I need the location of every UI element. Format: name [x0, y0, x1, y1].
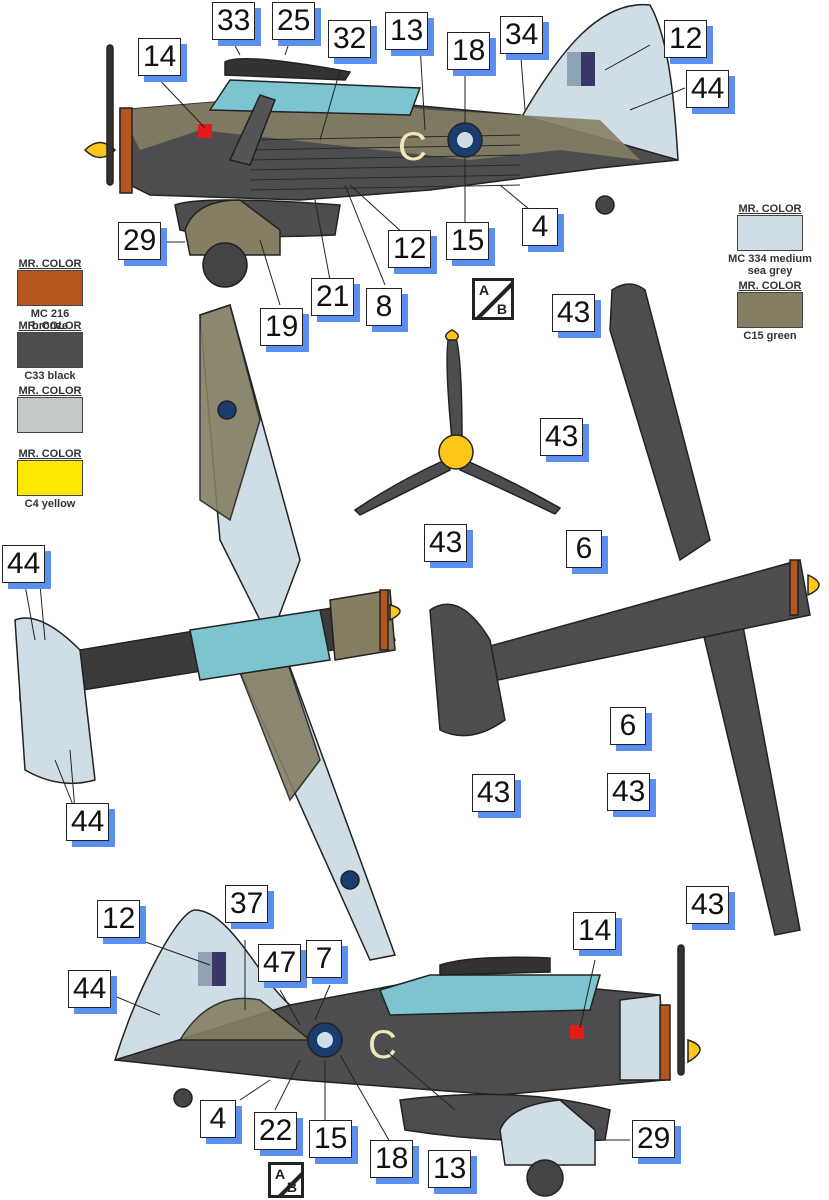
callout-14-bottom: 14 — [573, 912, 617, 950]
swatch-header: MR. COLOR — [738, 280, 802, 292]
swatch-label: C4 yellow — [24, 498, 76, 510]
callout-14: 14 — [138, 38, 182, 76]
ab-label-b: B — [496, 301, 507, 317]
callout-21: 21 — [311, 278, 355, 316]
callout-43-f: 43 — [686, 886, 730, 924]
swatch-medium-sea-grey: MR. COLOR MC 334 medium sea grey — [718, 203, 822, 277]
callout-44-bottom: 44 — [68, 970, 112, 1008]
callout-6-a: 6 — [566, 530, 602, 568]
swatch-green: MR. COLOR C15 green — [718, 280, 822, 342]
code-letter-bottom: C — [368, 1023, 397, 1067]
swatch-header: MR. COLOR — [18, 320, 82, 332]
ab-variant-marker-bottom: A B — [268, 1162, 304, 1198]
callout-7: 7 — [306, 940, 342, 978]
swatch-label: MC 216 bronze — [30, 308, 70, 332]
callout-44-upper-a: 44 — [2, 545, 46, 583]
callout-13: 13 — [385, 12, 429, 50]
callout-4: 4 — [522, 208, 558, 246]
callout-4-bottom: 4 — [200, 1100, 236, 1138]
swatch-label: C15 green — [743, 330, 797, 342]
swatch-black: MR. COLOR C33 black — [12, 320, 88, 382]
swatch-color — [17, 397, 83, 433]
callout-33: 33 — [212, 2, 256, 40]
callout-25: 25 — [272, 2, 316, 40]
callout-13-bottom: 13 — [428, 1150, 472, 1188]
callout-19: 19 — [260, 308, 304, 346]
side-view-top: C — [83, 4, 686, 306]
swatch-grey: MR. COLOR — [12, 385, 88, 435]
callout-43-e: 43 — [607, 773, 651, 811]
swatch-header: MR. COLOR — [18, 258, 82, 270]
swatch-color — [737, 292, 803, 328]
callout-44-upper-b: 44 — [66, 803, 110, 841]
callout-12b: 12 — [388, 230, 432, 268]
ab-variant-marker-top: A B — [472, 278, 514, 320]
ab-label-a: A — [479, 282, 490, 298]
callout-15-bottom: 15 — [309, 1120, 353, 1158]
swatch-color — [17, 332, 83, 368]
swatch-label: MC 334 medium sea grey — [728, 253, 812, 277]
swatch-yellow: MR. COLOR C4 yellow — [12, 448, 88, 510]
ab-label-a: A — [275, 1166, 286, 1182]
propeller-detail — [353, 329, 562, 516]
callout-43-b: 43 — [540, 418, 584, 456]
callout-18-bottom: 18 — [370, 1140, 414, 1178]
callout-8: 8 — [366, 288, 402, 326]
ab-label-b: B — [286, 1179, 297, 1195]
callout-43-d: 43 — [472, 774, 516, 812]
swatch-header: MR. COLOR — [738, 203, 802, 215]
plan-view-lower — [429, 283, 820, 936]
callout-34: 34 — [500, 16, 544, 54]
callout-15: 15 — [446, 222, 490, 260]
plan-view-upper — [14, 304, 401, 961]
callout-18: 18 — [447, 32, 491, 70]
callout-32: 32 — [328, 20, 372, 58]
swatch-color — [17, 460, 83, 496]
callout-22: 22 — [254, 1112, 298, 1150]
callout-12: 12 — [664, 20, 708, 58]
callout-44: 44 — [686, 70, 730, 108]
side-view-bottom: C — [111, 909, 701, 1197]
swatch-color — [17, 270, 83, 306]
swatch-header: MR. COLOR — [18, 448, 82, 460]
swatch-bronze: MR. COLOR MC 216 bronze — [12, 258, 88, 332]
swatch-label: C33 black — [24, 370, 76, 382]
callout-43-a: 43 — [552, 294, 596, 332]
callout-43-c: 43 — [424, 524, 468, 562]
swatch-header: MR. COLOR — [18, 385, 82, 397]
swatch-color — [737, 215, 803, 251]
callout-29: 29 — [118, 222, 162, 260]
code-letter-top: C — [398, 125, 427, 169]
callout-12-bottom: 12 — [97, 900, 141, 938]
callout-6-b: 6 — [610, 707, 646, 745]
callout-47: 47 — [258, 944, 302, 982]
callout-37: 37 — [225, 885, 269, 923]
callout-29-bottom: 29 — [632, 1120, 676, 1158]
